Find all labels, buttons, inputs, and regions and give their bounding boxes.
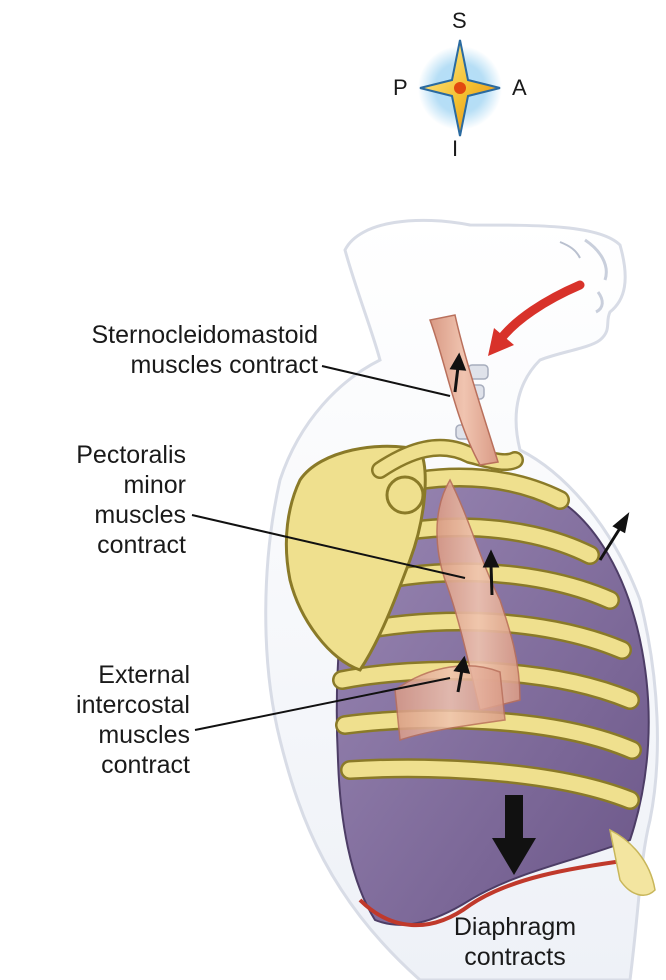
label-external-intercostal: External intercostal muscles contract bbox=[20, 660, 190, 780]
label-pectoralis-minor: Pectoralis minor muscles contract bbox=[20, 440, 186, 560]
label-sternocleidomastoid: Sternocleidomastoid muscles contract bbox=[20, 320, 318, 380]
compass-center bbox=[454, 82, 466, 94]
humeral-head bbox=[387, 477, 423, 513]
compass-superior-label: S bbox=[452, 8, 467, 34]
label-diaphragm: Diaphragm contracts bbox=[430, 912, 600, 972]
compass-inferior-label: I bbox=[452, 136, 458, 162]
compass-anterior-label: A bbox=[512, 75, 527, 101]
compass-posterior-label: P bbox=[393, 75, 408, 101]
compass-rose bbox=[418, 40, 502, 136]
